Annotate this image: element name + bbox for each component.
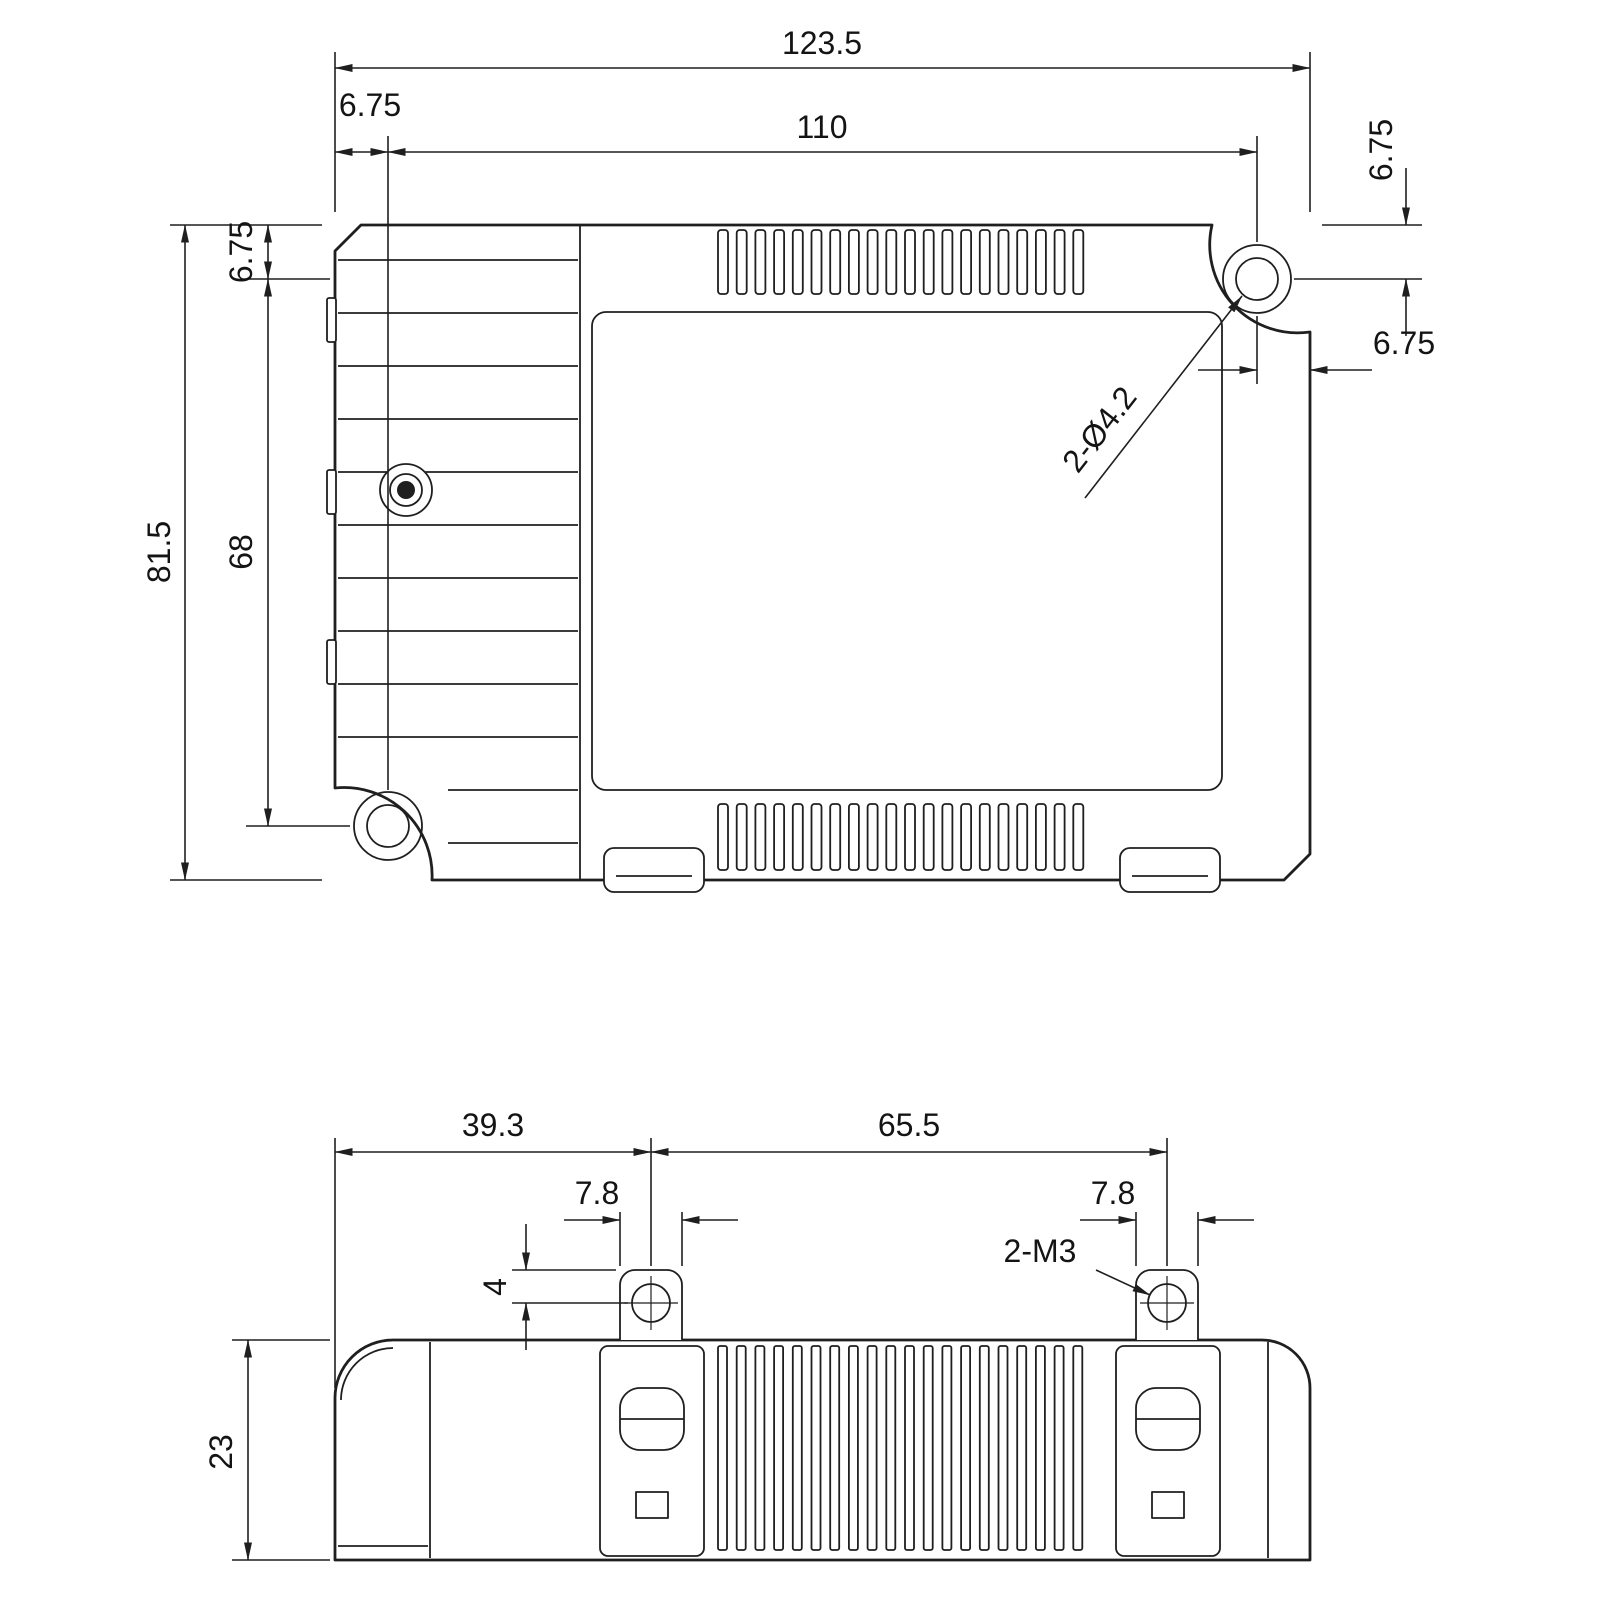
- din-clip-right: [1115, 1345, 1221, 1557]
- dim-overall-height-label: 81.5: [141, 521, 177, 583]
- clip-latch-right: [1119, 847, 1221, 893]
- left-cap-inner-arc: [340, 1347, 394, 1401]
- heatsink-screw: [379, 463, 433, 517]
- side-outline: [333, 1338, 1312, 1562]
- left-edge-nub: [326, 639, 337, 685]
- left-edge-nub: [326, 469, 337, 515]
- mounting-tab-left: [619, 1269, 683, 1340]
- mounting-hole-bottom-left: [353, 791, 423, 861]
- label-area: [591, 311, 1223, 791]
- dim-inner-width-label: 110: [796, 109, 847, 145]
- mounting-hole-top-right: [1222, 244, 1292, 314]
- dim-screw-holes-label: 2-M3: [1004, 1233, 1077, 1269]
- vent-slots-top: [717, 229, 1085, 295]
- dim-tab-width-right-label: 7.8: [1091, 1175, 1135, 1211]
- dim-offset-left-vertical-label: 6.75: [223, 221, 259, 283]
- dim-inner-height-label: 68: [223, 534, 259, 570]
- side-view-dimensions: 39.3 65.5 7.8 7.8 2-M3 4 23: [203, 1107, 1254, 1561]
- dim-offset-right-vertical-label: 6.75: [1363, 119, 1399, 181]
- dim-overall-width-label: 123.5: [782, 25, 862, 61]
- side-fins: [717, 1345, 1084, 1551]
- dim-overall-height-side-label: 23: [203, 1434, 239, 1470]
- dim-offset-right-horizontal-label: 6.75: [1373, 325, 1435, 361]
- top-view: [326, 223, 1312, 893]
- vent-slots-bottom: [717, 803, 1085, 871]
- dim-tab-spacing-label: 65.5: [878, 1107, 940, 1143]
- dim-tab-offset-label: 4: [477, 1278, 513, 1296]
- heatsink-fins-lower: [448, 789, 578, 844]
- dim-mounting-holes-label: 2-Ø4.2: [1055, 380, 1144, 479]
- side-view: [333, 1269, 1312, 1562]
- dim-left-to-tab-label: 39.3: [462, 1107, 524, 1143]
- heatsink-fins: [338, 259, 578, 738]
- enclosure-outline: [333, 223, 1312, 882]
- dim-tab-width-left-label: 7.8: [575, 1175, 619, 1211]
- din-clip-left: [599, 1345, 705, 1557]
- mounting-tab-right: [1135, 1269, 1199, 1340]
- left-edge-nub: [326, 297, 337, 343]
- dim-offset-top-left-label: 6.75: [339, 87, 401, 123]
- clip-latch-left: [603, 847, 705, 893]
